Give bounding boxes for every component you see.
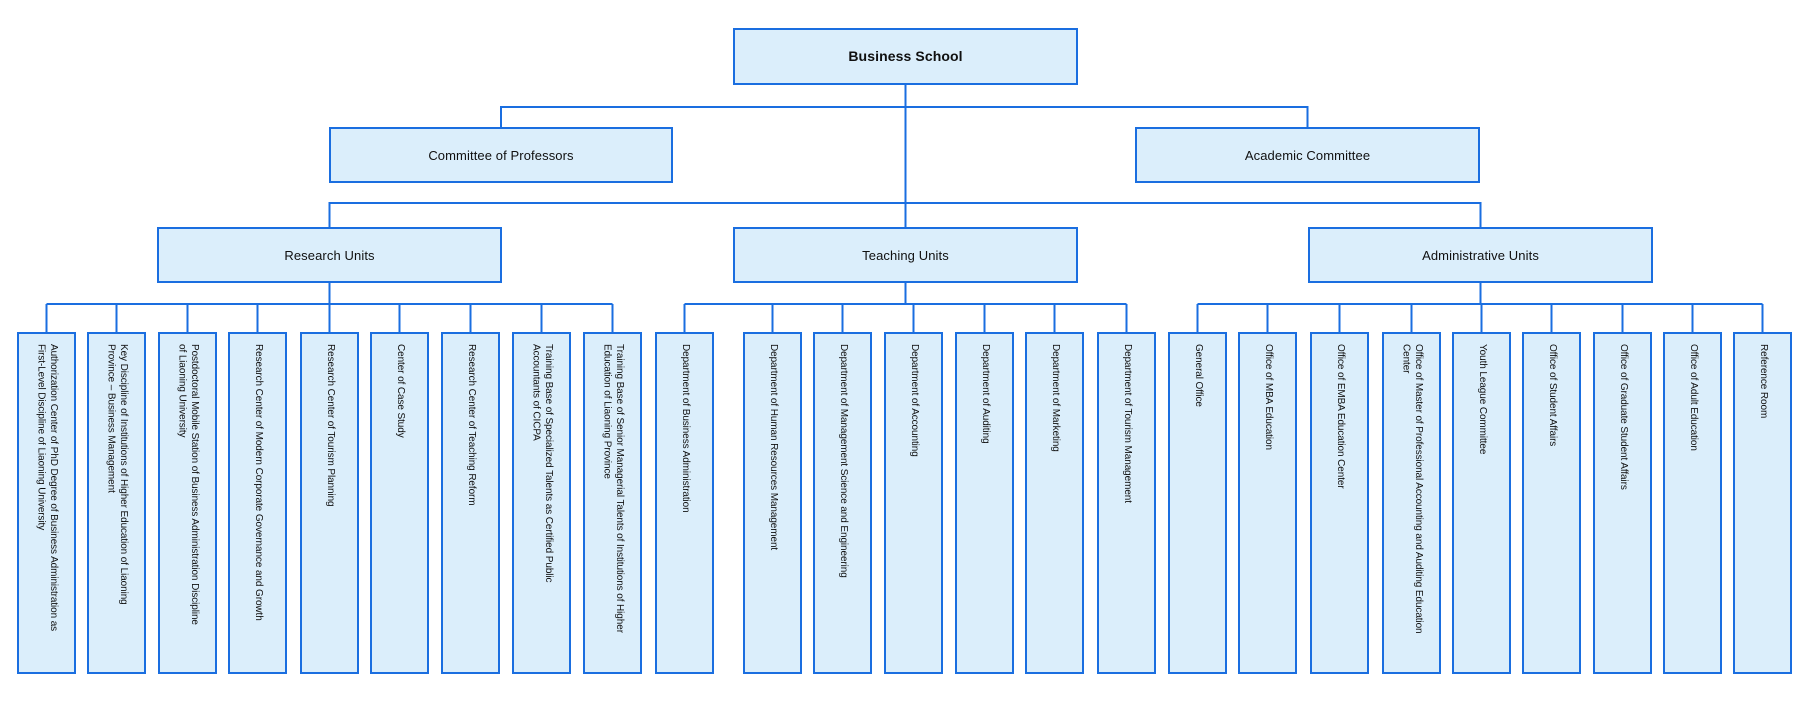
node-key-discipline-of-institutions-of: Key Discipline of Institutions of Higher… <box>87 332 146 674</box>
node-label: Youth League Committee <box>1476 344 1488 455</box>
node-label: Administrative Units <box>1422 247 1539 263</box>
node-department-of-management-science-and: Department of Management Science and Eng… <box>813 332 872 674</box>
node-label: Office of EMBA Education Center <box>1334 344 1346 489</box>
node-label: Research Units <box>284 247 375 263</box>
node-office-of-master-of-professional: Office of Master of Professional Account… <box>1382 332 1441 674</box>
node-office-of-emba-education-center: Office of EMBA Education Center <box>1310 332 1369 674</box>
node-committee-of-professors: Committee of Professors <box>329 127 673 183</box>
node-label: Reference Room <box>1757 344 1769 419</box>
node-administrative-units: Administrative Units <box>1308 227 1653 283</box>
node-department-of-auditing: Department of Auditing <box>955 332 1014 674</box>
node-research-center-of-tourism-planning: Research Center of Tourism Planning <box>300 332 359 674</box>
node-label: Department of Accounting <box>908 344 920 457</box>
node-training-base-of-specialized-talents: Training Base of Specialized Talents as … <box>512 332 571 674</box>
node-label: Authorization Center of PhD Degree of Bu… <box>35 344 60 632</box>
node-label: Training Base of Senior Managerial Talen… <box>601 344 626 633</box>
node-label: Department of Tourism Management <box>1121 344 1133 503</box>
node-research-center-of-modern-corporate: Research Center of Modern Corporate Gove… <box>228 332 287 674</box>
node-business-school: Business School <box>733 28 1078 85</box>
node-label: Office of Graduate Student Affairs <box>1617 344 1629 490</box>
node-label: Center of Case Study <box>394 344 406 438</box>
node-label: Training Base of Specialized Talents as … <box>530 344 555 583</box>
node-label: Office of Master of Professional Account… <box>1400 344 1425 634</box>
node-office-of-mba-education: Office of MBA Education <box>1238 332 1297 674</box>
node-youth-league-committee: Youth League Committee <box>1452 332 1511 674</box>
node-reference-room: Reference Room <box>1733 332 1792 674</box>
node-department-of-marketing: Department of Marketing <box>1025 332 1084 674</box>
node-general-office: General Office <box>1168 332 1227 674</box>
node-label: General Office <box>1192 344 1204 407</box>
node-postdoctoral-mobile-station-of-business: Postdoctoral Mobile Station of Business … <box>158 332 217 674</box>
node-label: Committee of Professors <box>428 147 574 163</box>
node-center-of-case-study: Center of Case Study <box>370 332 429 674</box>
node-label: Department of Human Resources Management <box>767 344 779 551</box>
node-authorization-center-of-phd-degree: Authorization Center of PhD Degree of Bu… <box>17 332 76 674</box>
node-research-center-of-teaching-reform: Research Center of Teaching Reform <box>441 332 500 674</box>
node-office-of-adult-education: Office of Adult Education <box>1663 332 1722 674</box>
node-label: Department of Business Administration <box>679 344 691 513</box>
node-label: Research Center of Modern Corporate Gove… <box>252 344 264 621</box>
connector-line <box>500 106 1309 127</box>
node-office-of-student-affairs: Office of Student Affairs <box>1522 332 1581 674</box>
node-label: Business School <box>848 48 963 64</box>
node-label: Teaching Units <box>862 247 949 263</box>
node-department-of-accounting: Department of Accounting <box>884 332 943 674</box>
node-label: Department of Marketing <box>1049 344 1061 452</box>
node-label: Key Discipline of Institutions of Higher… <box>105 344 130 605</box>
node-academic-committee: Academic Committee <box>1135 127 1480 183</box>
node-label: Academic Committee <box>1244 147 1371 163</box>
node-label: Office of Adult Education <box>1687 344 1699 451</box>
node-department-of-business-administration: Department of Business Administration <box>655 332 714 674</box>
node-label: Department of Management Science and Eng… <box>837 344 849 578</box>
node-department-of-human-resources-management: Department of Human Resources Management <box>743 332 802 674</box>
node-label: Office of Student Affairs <box>1546 344 1558 447</box>
node-label: Office of MBA Education <box>1262 344 1274 450</box>
node-research-units: Research Units <box>157 227 502 283</box>
node-training-base-of-senior-managerial: Training Base of Senior Managerial Talen… <box>583 332 642 674</box>
node-office-of-graduate-student-affairs: Office of Graduate Student Affairs <box>1593 332 1652 674</box>
node-label: Department of Auditing <box>979 344 991 444</box>
node-teaching-units: Teaching Units <box>733 227 1078 283</box>
node-label: Postdoctoral Mobile Station of Business … <box>176 344 201 625</box>
node-department-of-tourism-management: Department of Tourism Management <box>1097 332 1156 674</box>
node-label: Research Center of Teaching Reform <box>465 344 477 506</box>
node-label: Research Center of Tourism Planning <box>324 344 336 507</box>
